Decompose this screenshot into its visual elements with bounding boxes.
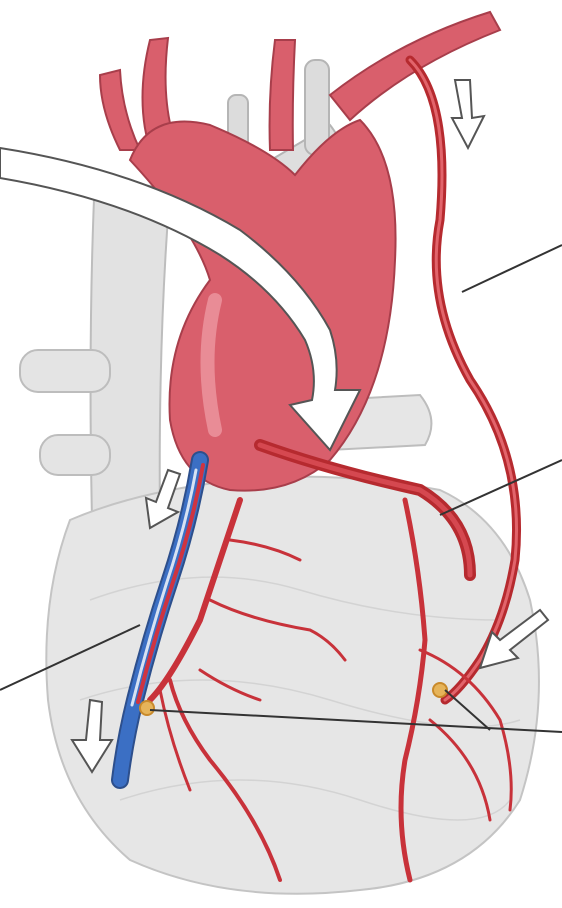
pulmonary-vein-upper: [20, 350, 110, 392]
anastomosis-marker-right: [433, 683, 447, 697]
carotid-artery: [270, 40, 295, 150]
flow-arrow-top-right: [452, 80, 484, 148]
pulmonary-vein-lower: [40, 435, 110, 475]
leader-line-left-coronary: [440, 460, 562, 515]
leader-line-graft: [462, 245, 562, 292]
anastomosis-marker-left: [140, 701, 154, 715]
aorta-highlight: [208, 300, 216, 430]
left-branch: [100, 70, 140, 150]
